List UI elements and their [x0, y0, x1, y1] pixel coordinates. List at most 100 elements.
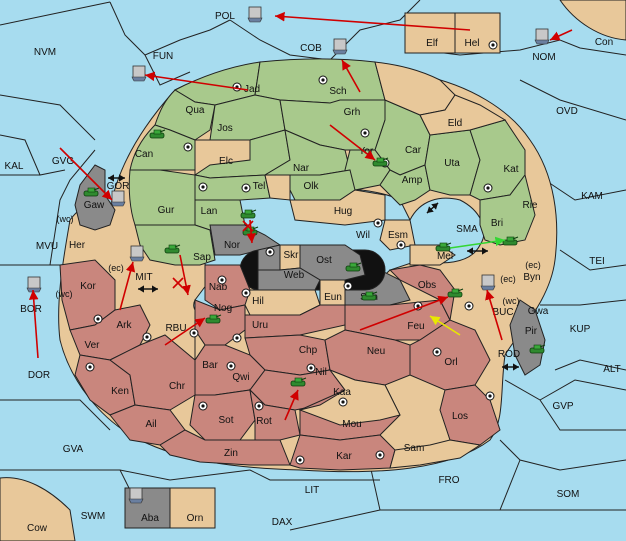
fleet-unit-icon[interactable] [480, 274, 496, 291]
region-label-sam: Sam [404, 443, 425, 454]
orders [28, 11, 573, 421]
order-arrow [429, 315, 461, 336]
region-label-con: Con [595, 37, 613, 48]
region-label-sot: Sot [218, 415, 233, 426]
order-arrow [179, 254, 191, 296]
region-label-olk: Olk [304, 181, 320, 192]
supply-centre-icon [189, 328, 199, 338]
region-label-dor: DOR [28, 370, 50, 381]
order-arrow [359, 295, 449, 331]
region-label-kal: KAL [5, 161, 24, 172]
region-label-qua: Qua [186, 105, 205, 116]
order-arrow [284, 389, 299, 421]
fleet-unit-icon[interactable] [332, 38, 348, 55]
region-label-jos: Jos [217, 123, 233, 134]
region-label-amp: Amp [402, 175, 423, 186]
order-arrow [119, 261, 136, 311]
region-label-ovd: OVD [556, 106, 578, 117]
region-label-elc: Elc [219, 156, 233, 167]
fleet-unit-icon[interactable] [534, 28, 550, 45]
fleet-unit-icon[interactable] [131, 65, 147, 82]
region-label-rot: Rot [256, 416, 272, 427]
order-arrow [449, 236, 506, 249]
fleet-unit-icon[interactable] [128, 487, 144, 504]
region-label-kup: KUP [570, 324, 591, 335]
supply-centre-icon [226, 361, 236, 371]
fleet-unit-icon[interactable] [26, 276, 42, 293]
region-label-zin: Zin [224, 448, 238, 459]
region-label-tei: TEI [589, 256, 605, 267]
region-label-feu: Feu [407, 321, 424, 332]
order-arrow [549, 29, 573, 41]
region-label-bar: Bar [202, 360, 218, 371]
region-label-gur: Gur [158, 205, 175, 216]
army-unit-icon[interactable] [435, 242, 452, 252]
order-arrow [144, 71, 249, 91]
region-label-jad: Jad [244, 84, 260, 95]
region-label-pir: Pir [525, 326, 538, 337]
army-unit-icon[interactable] [83, 187, 100, 197]
order-arrow [329, 124, 376, 161]
region-label-gor: GOR [107, 181, 130, 192]
region-label-kat: Kat [503, 164, 518, 175]
army-unit-icon[interactable] [372, 157, 389, 167]
army-unit-icon[interactable] [502, 236, 519, 246]
supply-centres [85, 40, 498, 465]
army-unit-icon[interactable] [361, 291, 378, 301]
region-label-sch: Sch [329, 86, 346, 97]
region-label-som: SOM [557, 489, 580, 500]
supply-centre-icon [295, 455, 305, 465]
cross-icon [242, 220, 254, 232]
supply-centre-icon [232, 333, 242, 343]
supply-centre-icon [198, 401, 208, 411]
region-label-mou: Mou [342, 419, 361, 430]
region-label-kar: Kar [336, 451, 352, 462]
region-label-byn: Byn [523, 272, 540, 283]
order-arrow [426, 202, 439, 214]
region-label-gaw: Gaw [84, 200, 105, 211]
region-label-can: Can [135, 149, 153, 160]
region-label-aba: Aba [141, 513, 159, 524]
army-unit-icon[interactable] [447, 288, 464, 298]
army-unit-icon[interactable] [290, 377, 307, 387]
army-unit-icon[interactable] [345, 262, 362, 272]
supply-centre-icon [485, 391, 495, 401]
region-label-orl: Orl [444, 357, 457, 368]
fleet-unit-icon[interactable] [110, 190, 126, 207]
region-label-hil: Hil [252, 296, 264, 307]
fleet-unit-icon[interactable] [129, 245, 145, 262]
region-label-sap: Sap [193, 252, 211, 263]
region-label-neu: Neu [367, 346, 385, 357]
fleet-unit-icon[interactable] [247, 6, 263, 23]
army-unit-icon[interactable] [149, 129, 166, 139]
region-label-nab: Nab [209, 282, 228, 293]
cross-icon [172, 277, 184, 289]
tan-north [194, 61, 507, 226]
army-unit-icon[interactable] [529, 344, 546, 354]
supply-centre-icon [93, 314, 103, 324]
region-label-yor: Yor [359, 146, 374, 157]
supply-centre-icon [396, 240, 406, 250]
region-label-grh: Grh [344, 107, 361, 118]
supply-centre-icon [373, 218, 383, 228]
region-label-esm: Esm [388, 230, 408, 241]
order-arrow [59, 147, 113, 201]
supply-centre-icon [343, 281, 353, 291]
region-label-buc: BUC [492, 307, 513, 318]
region-label-cow: Cow [27, 523, 48, 534]
army-unit-icon[interactable] [240, 209, 257, 219]
army-unit-icon[interactable] [205, 314, 222, 324]
army-unit-icon[interactable] [164, 244, 181, 254]
region-label-nvm: NVM [34, 47, 56, 58]
region-label-ec3: (ec) [500, 274, 516, 284]
region-label-her: Her [69, 240, 86, 251]
region-label-ail: Ail [145, 419, 156, 430]
supply-centre-icon [338, 397, 348, 407]
region-label-rie: Rie [522, 200, 537, 211]
order-arrow [274, 11, 471, 31]
region-label-wc2: (wc) [56, 289, 73, 299]
region-label-qwi: Qwi [232, 372, 249, 383]
